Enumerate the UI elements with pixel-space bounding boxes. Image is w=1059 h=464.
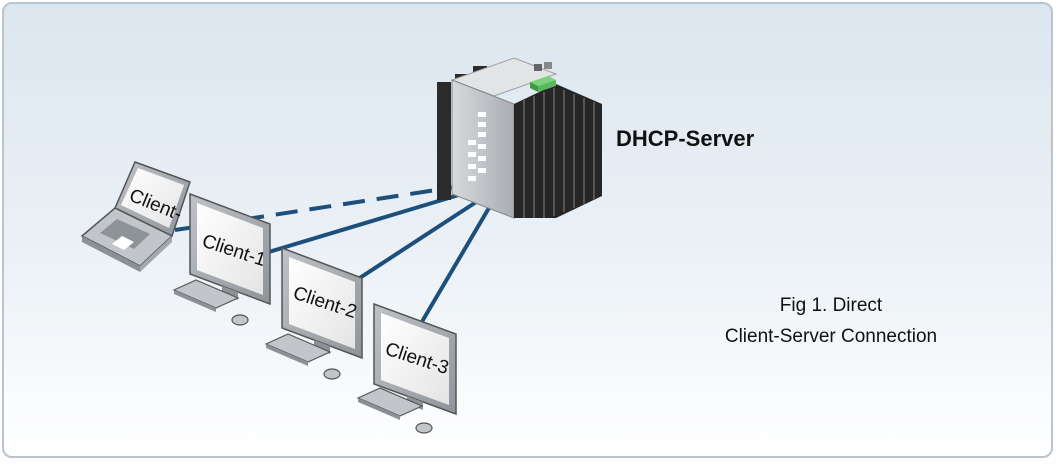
caption-line-2: Client-Server Connection xyxy=(725,326,937,347)
desktop-icon xyxy=(172,192,271,326)
desktop-icon xyxy=(356,302,457,434)
caption-line-1: Fig 1. Direct xyxy=(780,295,883,316)
laptop-icon xyxy=(80,161,191,272)
server-icon xyxy=(437,57,602,219)
link-client-3 xyxy=(418,194,498,327)
server-label: DHCP-Server xyxy=(616,126,755,151)
link-client-2 xyxy=(350,191,492,285)
desktop-icon xyxy=(264,246,363,380)
